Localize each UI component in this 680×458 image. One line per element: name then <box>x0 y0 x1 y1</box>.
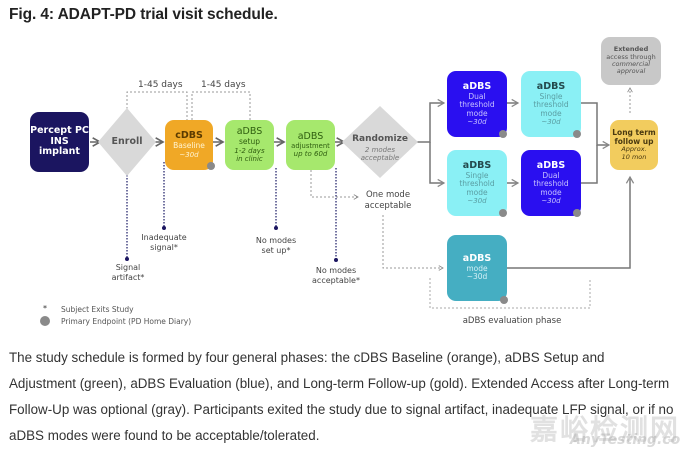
longterm-line1: Approx. <box>621 145 647 154</box>
single2-line1: Single <box>465 170 489 180</box>
endpoint-dot-single1 <box>573 130 581 138</box>
node-extended-access: Extended access through commercial appro… <box>601 37 661 85</box>
adjust-title: aDBS <box>297 130 324 142</box>
dual1-title: aDBS <box>462 80 492 92</box>
exit-label-no-modes-acceptable: No modes acceptable* <box>312 266 360 285</box>
exit-label-no-modes-setup: No modes set up* <box>255 236 297 255</box>
node-single-threshold-2: aDBS Single threshold mode ~30d <box>447 150 507 216</box>
longterm-title2: follow up <box>614 136 654 146</box>
longterm-title1: Long term <box>612 127 656 137</box>
endpoint-dot-dual2 <box>573 209 581 217</box>
endpoint-dot-single-mode <box>500 296 508 304</box>
randomize-line2: acceptable <box>360 154 400 163</box>
node-dual-threshold-1: aDBS Dual threshold mode ~30d <box>447 71 507 137</box>
single1-title: aDBS <box>536 80 566 92</box>
exit-dot-no-modes-acceptable <box>334 258 338 262</box>
dual1-line1: Dual <box>468 91 486 101</box>
node-adbs-setup: aDBS setup 1-2 days in clinic <box>225 120 274 170</box>
exit-dot-no-modes-setup <box>274 226 278 230</box>
figure-caption: The study schedule is formed by four gen… <box>9 350 674 443</box>
node-dual-threshold-2: aDBS Dual threshold mode ~30d <box>521 150 581 216</box>
setup-line3: in clinic <box>236 154 263 163</box>
single2-line2: threshold <box>459 179 495 189</box>
interval-label-1: 1-45 days <box>138 80 183 90</box>
dual2-line3: mode <box>540 187 562 197</box>
arrow-singlemode-longterm <box>506 175 635 269</box>
legend-exit-label: Subject Exits Study <box>61 305 134 314</box>
setup-title: aDBS <box>236 126 263 138</box>
endpoint-dot-cdbs <box>207 162 215 170</box>
single1-line4: ~30d <box>541 118 561 127</box>
path-onemode-singlemode <box>382 215 444 271</box>
dual1-line4: ~30d <box>467 118 487 127</box>
longterm-line2: 10 mon <box>621 152 647 161</box>
randomize-line1: 2 modes <box>364 146 396 154</box>
dual2-line4: ~30d <box>541 197 561 206</box>
single-mode-line1: mode <box>466 263 488 273</box>
dual1-line2: threshold <box>459 100 495 110</box>
randomize-subtitle: 2 modes acceptable <box>347 146 413 162</box>
setup-line1: setup <box>239 137 260 147</box>
setup-line2: 1-2 days <box>234 146 265 155</box>
node-long-term-follow-up: Long term follow up Approx. 10 mon <box>610 120 658 170</box>
arrow-dual2-longterm <box>581 145 598 184</box>
interval-bracket-2 <box>191 91 251 120</box>
implant-title: Percept PC INS implant <box>30 124 89 158</box>
arrow-randomize-single2 <box>429 142 446 188</box>
dual2-title: aDBS <box>536 159 566 171</box>
extended-line4: approval <box>616 67 646 76</box>
node-adbs-adjustment: aDBS adjustment up to 60d <box>286 120 335 170</box>
node-adbs-single-mode: aDBS mode ~30d <box>447 235 507 301</box>
single2-line3: mode <box>466 187 488 197</box>
single1-line1: Single <box>539 91 563 101</box>
evaluation-phase-bracket <box>429 278 591 309</box>
extended-line3: commercial <box>611 60 651 68</box>
extended-line1: Extended <box>613 45 649 54</box>
path-adjust-onemode <box>310 170 359 200</box>
cdbs-title: cDBS <box>175 130 203 142</box>
arrow-single1-longterm <box>581 102 611 150</box>
dual2-line2: threshold <box>533 179 569 189</box>
node-implant: Percept PC INS implant <box>30 112 89 172</box>
diagram-connectors <box>90 87 635 309</box>
interval-label-2: 1-45 days <box>201 80 246 90</box>
enroll-diamond <box>98 108 156 176</box>
figure-title: Fig. 4: ADAPT-PD trial visit schedule. <box>9 6 278 23</box>
adjust-line1: adjustment <box>291 141 330 150</box>
legend-exit-symbol: * <box>43 304 47 313</box>
single-mode-title: aDBS <box>462 252 492 264</box>
dual2-line1: Dual <box>542 170 560 180</box>
legend-endpoint-dot <box>40 316 50 326</box>
adjust-line2: up to 60d <box>293 150 328 159</box>
legend-endpoint-label: Primary Endpoint (PD Home Diary) <box>61 317 192 326</box>
cdbs-line1: Baseline <box>173 141 205 151</box>
exit-dot-signal-artifact <box>125 257 129 261</box>
endpoint-dot-single2 <box>499 209 507 217</box>
single2-line4: ~30d <box>467 197 487 206</box>
endpoint-dot-dual1 <box>499 130 507 138</box>
single2-title: aDBS <box>462 159 492 171</box>
node-cdbs-baseline: cDBS Baseline ~30d <box>165 120 213 170</box>
randomize-title: Randomize <box>352 134 408 144</box>
exit-label-signal-artifact: Signal artifact* <box>111 263 145 282</box>
node-single-threshold-1: aDBS Single threshold mode ~30d <box>521 71 581 137</box>
enroll-label: Enroll <box>111 136 143 147</box>
one-mode-label: One mode acceptable <box>364 190 412 212</box>
exit-label-inadequate-signal: Inadequate signal* <box>141 233 187 252</box>
evaluation-phase-label: aDBS evaluation phase <box>462 316 562 326</box>
single-mode-line2: ~30d <box>466 272 488 282</box>
dual1-line3: mode <box>466 108 488 118</box>
cdbs-line2: ~30d <box>179 150 199 159</box>
watermark-cn: 嘉峪检测网 <box>530 413 680 446</box>
randomize-diamond <box>342 106 418 178</box>
arrow-randomize-dual1 <box>416 98 446 143</box>
single1-line2: threshold <box>533 100 569 110</box>
watermark-en: AnyTesting.com <box>570 432 680 448</box>
exit-dot-inadequate <box>162 226 166 230</box>
extended-line2: access through <box>606 52 656 61</box>
single1-line3: mode <box>540 108 562 118</box>
